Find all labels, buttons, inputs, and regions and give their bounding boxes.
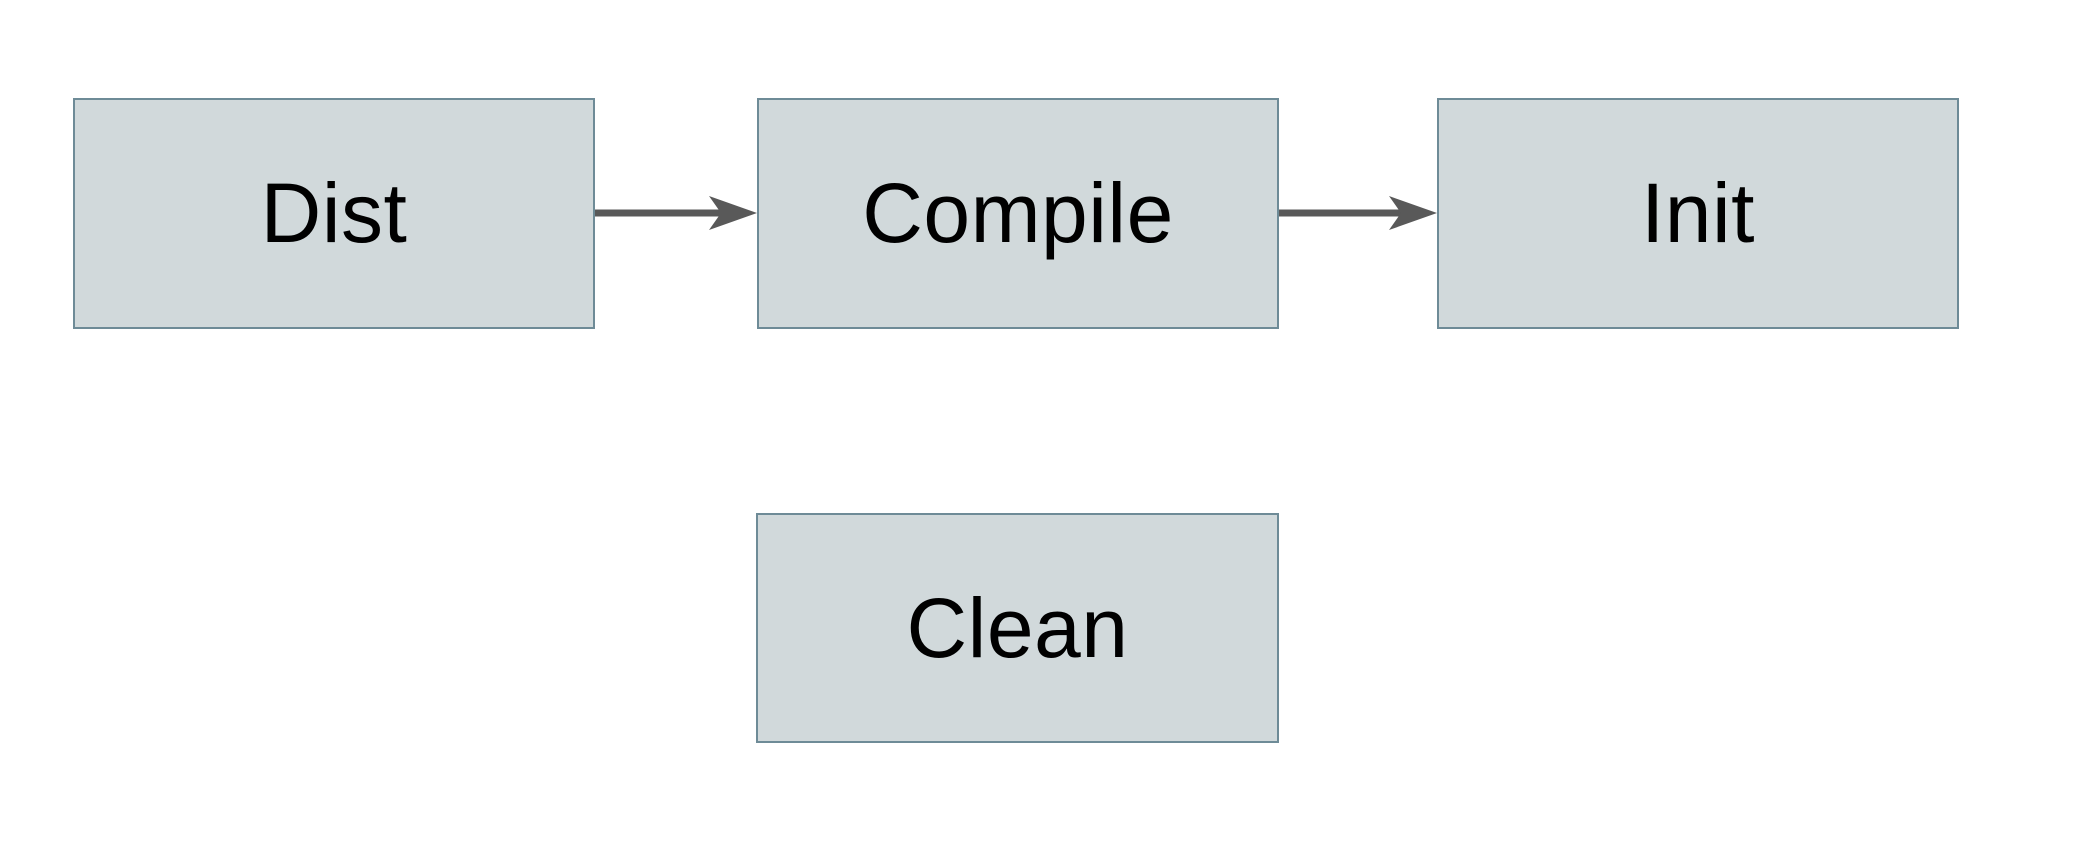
node-init-label: Init — [1640, 166, 1756, 260]
node-dist: Dist — [73, 98, 595, 329]
arrow-dist-to-compile — [595, 196, 757, 230]
arrow-compile-to-init — [1279, 196, 1437, 230]
node-clean: Clean — [756, 513, 1279, 743]
node-clean-label: Clean — [906, 580, 1129, 675]
node-compile: Compile — [757, 98, 1279, 329]
node-compile-label: Compile — [862, 166, 1174, 260]
node-dist-label: Dist — [260, 166, 408, 260]
node-init: Init — [1437, 98, 1959, 329]
